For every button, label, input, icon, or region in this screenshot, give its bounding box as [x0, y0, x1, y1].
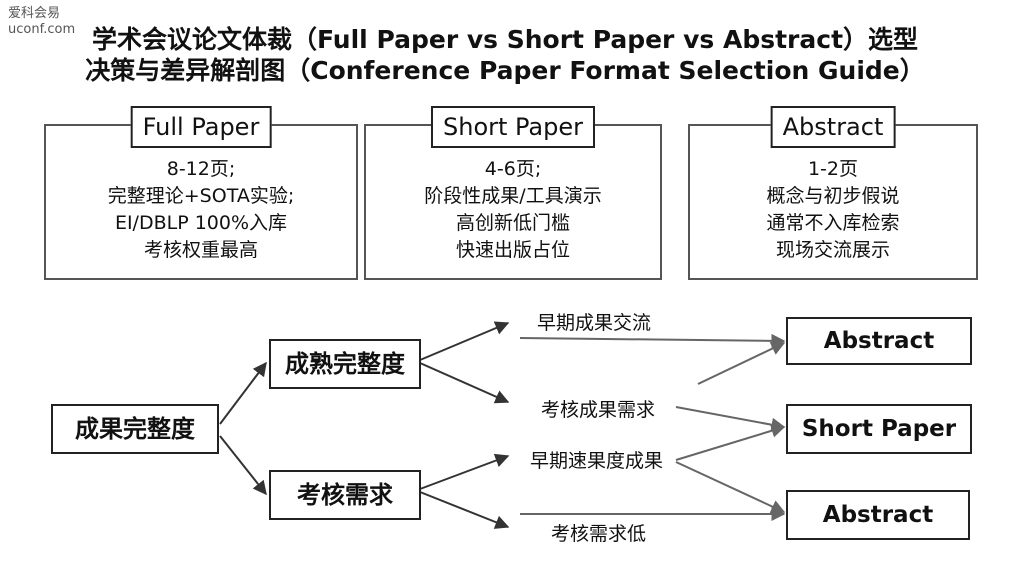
card-line: 高创新低门槛 [455, 212, 570, 234]
outcome-short-paper: Short Paper [786, 404, 972, 454]
watermark-line1: 爱科会易 [8, 6, 61, 21]
card-abstract: Abstract 1-2页 概念与初步假说 通常不入库检索 现场交流展示 [688, 106, 978, 280]
card-title: Short Paper [430, 106, 596, 148]
card-short-paper: Short Paper 4-6页; 阶段性成果/工具演示 高创新低门槛 快速出版… [364, 106, 662, 280]
page-title: 学术会议论文体裁（Full Paper vs Short Paper vs Ab… [0, 24, 1010, 86]
card-line: EI/DBLP 100%入库 [114, 212, 288, 234]
edge-root-bottom [219, 435, 267, 496]
edge-top-down [419, 362, 510, 404]
card-line: 概念与初步假说 [766, 185, 900, 207]
card-full-paper: Full Paper 8-12页; 完整理论+SOTA实验; EI/DBLP 1… [44, 106, 358, 280]
outcome-abstract-bottom: Abstract [786, 490, 970, 540]
edge-top-up [419, 321, 510, 361]
edge-label: 考核需求低 [551, 523, 647, 545]
node-maturity: 成熟完整度 [269, 339, 421, 389]
edge-to-abstract-top [519, 333, 786, 348]
node-assessment: 考核需求 [269, 470, 421, 520]
edge-bottom-up [419, 453, 510, 490]
card-line: 快速出版占位 [455, 239, 570, 261]
edge-to-short-1 [675, 406, 786, 432]
card-body: 4-6页; 阶段性成果/工具演示 高创新低门槛 快速出版占位 [366, 156, 660, 264]
edge-root-top [219, 361, 267, 425]
card-line: 阶段性成果/工具演示 [424, 185, 602, 207]
edge-label: 早期速果度成果 [530, 450, 664, 472]
node-root: 成果完整度 [51, 404, 219, 454]
card-title: Full Paper [130, 106, 272, 148]
card-line: 1-2页 [807, 158, 859, 180]
edge-bottom-down [419, 491, 510, 529]
watermark: 爱科会易 uconf.com [8, 6, 75, 38]
watermark-line2: uconf.com [8, 22, 76, 37]
edge-to-abstract-bottom-1 [675, 461, 786, 514]
title-line2: 决策与差异解剖图（Conference Paper Format Selecti… [85, 56, 925, 85]
card-line: 通常不入库检索 [766, 212, 900, 234]
card-line: 考核权重最高 [143, 239, 258, 261]
edge-label: 考核成果需求 [541, 399, 656, 421]
edge-label: 早期成果交流 [537, 312, 652, 334]
card-line: 4-6页; [484, 158, 542, 180]
card-body: 1-2页 概念与初步假说 通常不入库检索 现场交流展示 [690, 156, 976, 264]
card-title: Abstract [770, 106, 896, 148]
card-line: 现场交流展示 [775, 239, 890, 261]
outcome-abstract-top: Abstract [786, 317, 972, 365]
edge-to-short-2 [675, 423, 786, 461]
edge-rise-abstract [697, 342, 786, 385]
card-body: 8-12页; 完整理论+SOTA实验; EI/DBLP 100%入库 考核权重最… [46, 156, 356, 264]
title-line1: 学术会议论文体裁（Full Paper vs Short Paper vs Ab… [91, 25, 919, 54]
card-line: 8-12页; [166, 158, 236, 180]
card-line: 完整理论+SOTA实验; [107, 185, 295, 207]
